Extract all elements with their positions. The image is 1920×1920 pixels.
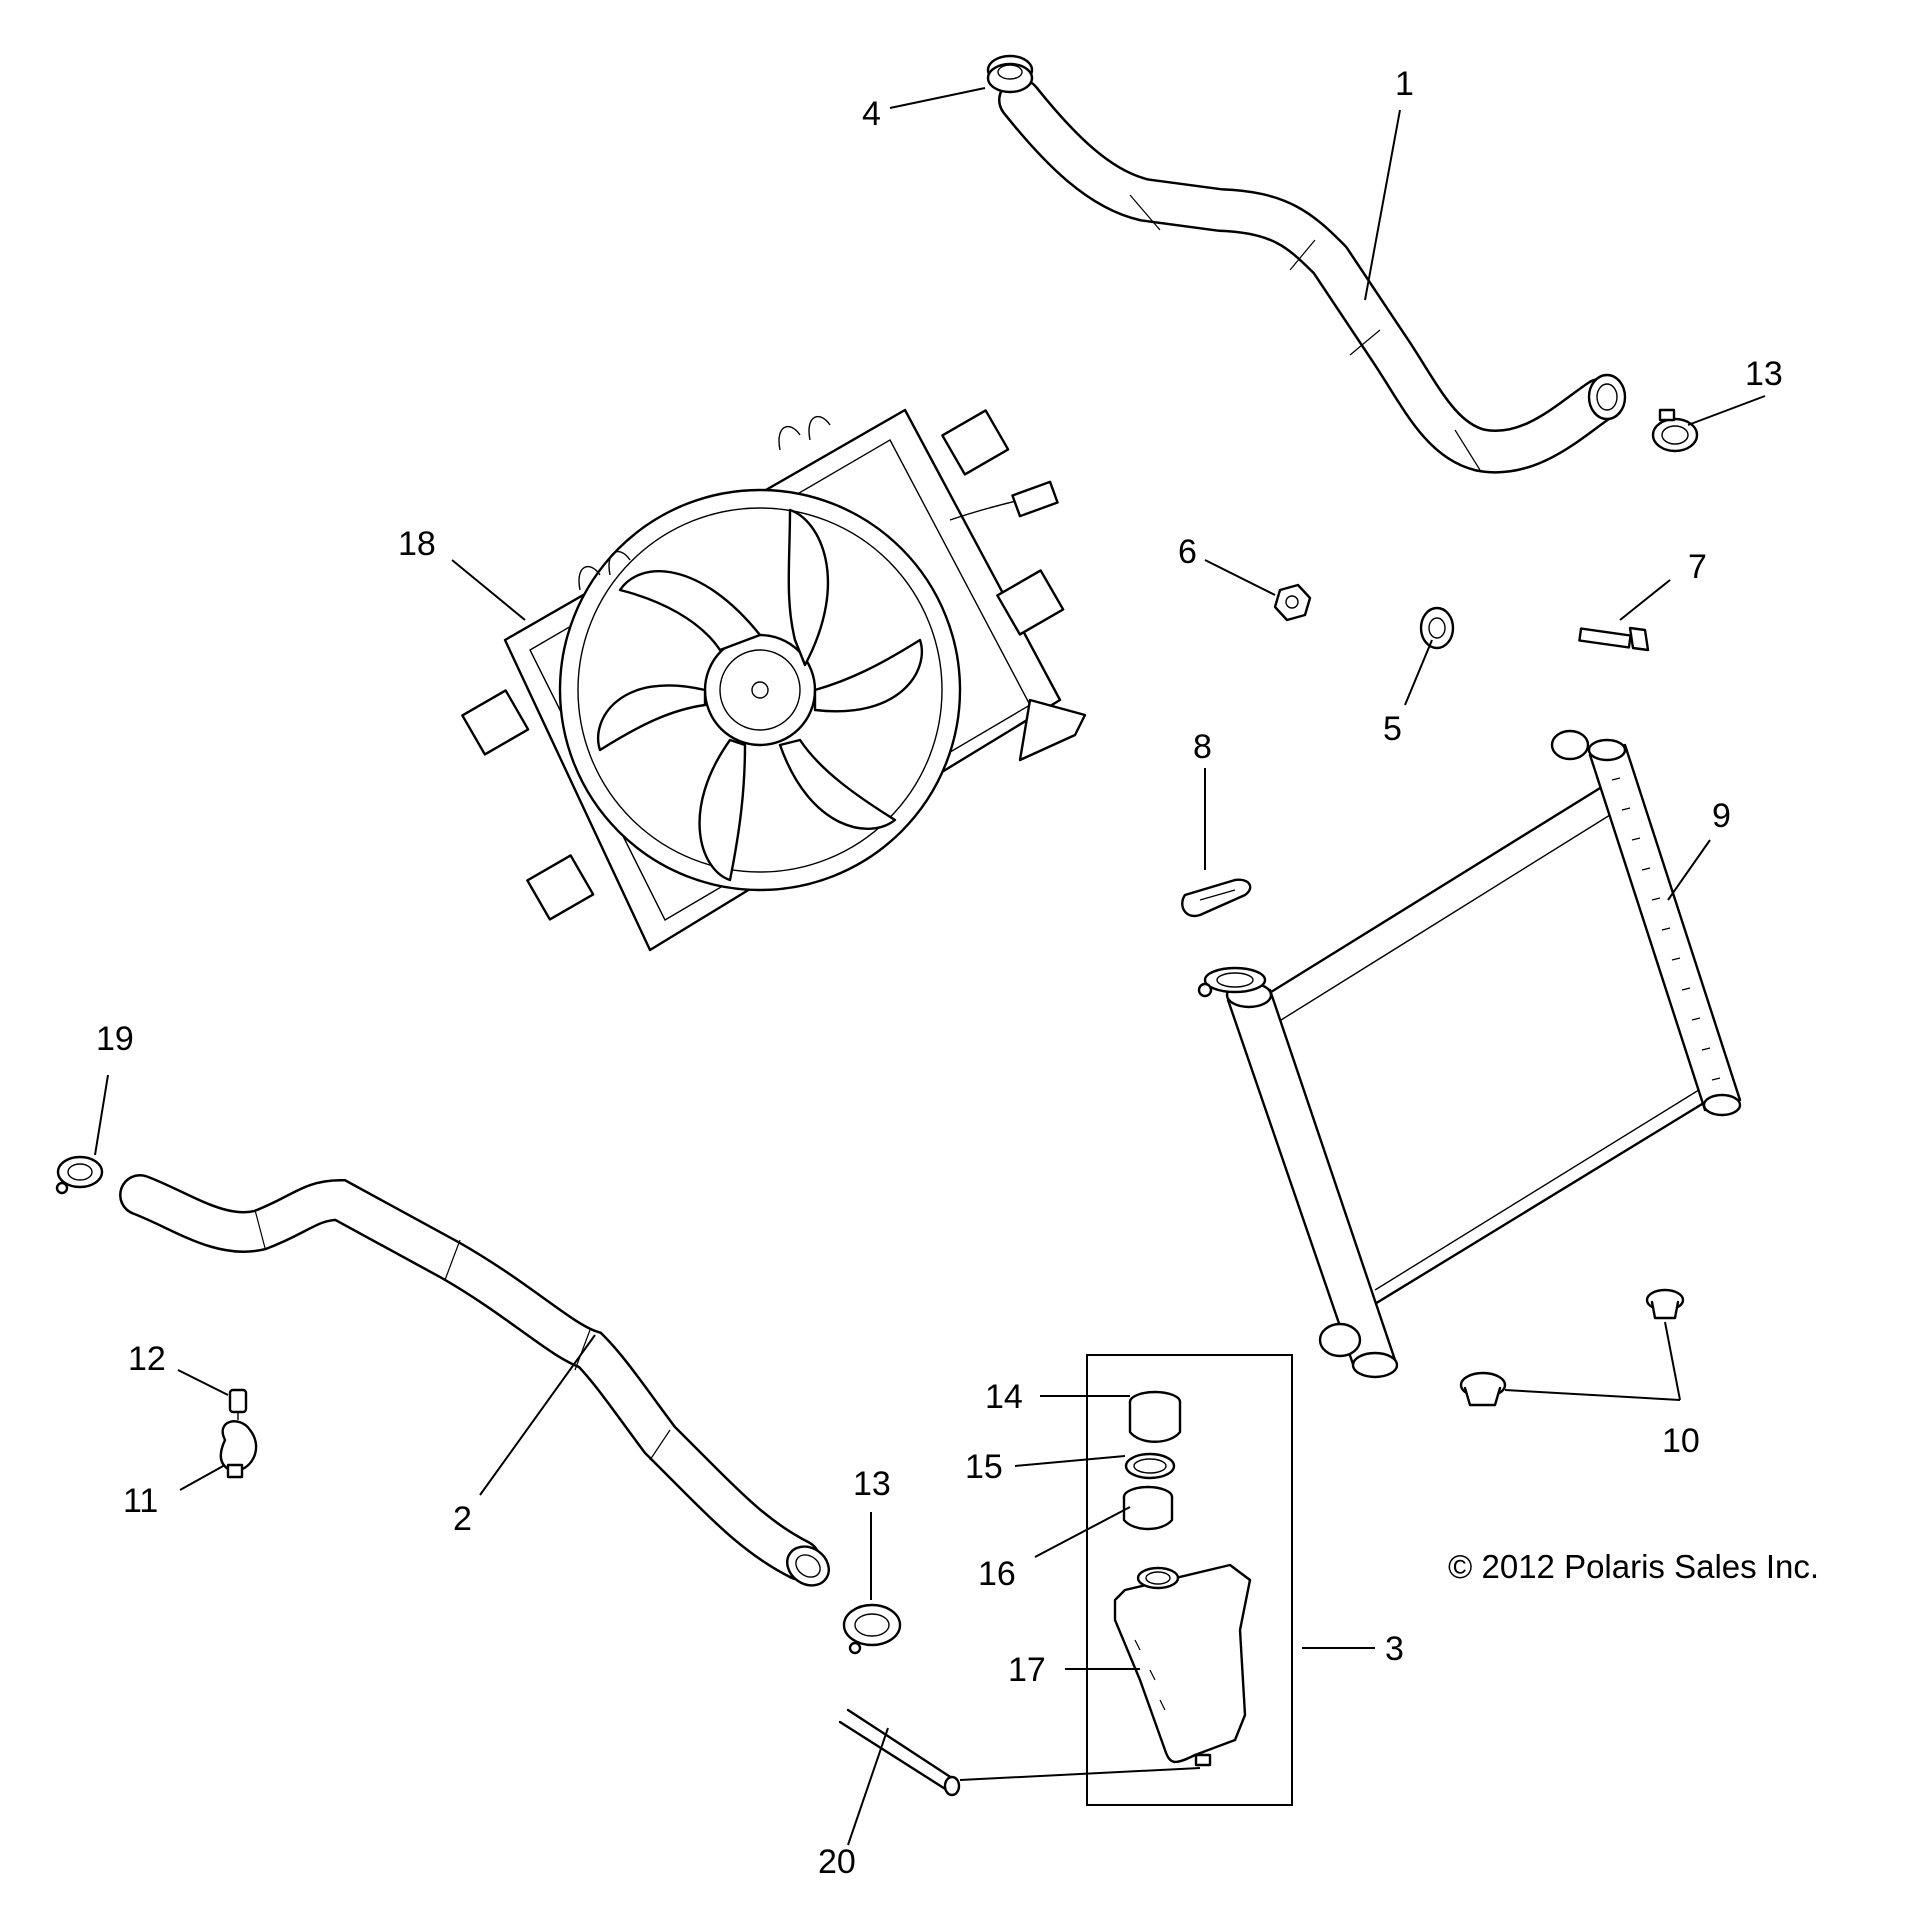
callout-12: 12 [128, 1340, 166, 1378]
reservoir-assembly-box [1086, 1354, 1293, 1806]
bolt [1578, 626, 1650, 652]
callout-6: 6 [1178, 533, 1197, 571]
screw [228, 1388, 248, 1420]
coolant-reservoir [1113, 1563, 1252, 1767]
callout-14: 14 [985, 1378, 1023, 1416]
callout-5: 5 [1383, 710, 1402, 748]
callout-13-upper: 13 [1745, 355, 1783, 393]
callout-20: 20 [818, 1843, 856, 1881]
grommet-10-lower [1459, 1371, 1507, 1407]
callout-9: 9 [1712, 797, 1731, 835]
callout-19: 19 [96, 1020, 134, 1058]
callout-16: 16 [978, 1555, 1016, 1593]
callout-10: 10 [1662, 1422, 1700, 1460]
neck-sleeve [1122, 1485, 1174, 1531]
leader-lines [94, 87, 1766, 1846]
copyright-notice: © 2012 Polaris Sales Inc. [1448, 1548, 1819, 1585]
lower-coolant-hose [119, 1174, 830, 1587]
upper-coolant-hose [998, 78, 1627, 474]
seal-ring [1124, 1452, 1176, 1480]
callout-15: 15 [965, 1448, 1003, 1486]
grommet-5 [1419, 606, 1455, 650]
overflow-hose [838, 1708, 961, 1797]
callout-8: 8 [1193, 728, 1212, 766]
hose-clamp-13-lower [842, 1603, 902, 1655]
callout-4: 4 [862, 95, 881, 133]
reservoir-cap [1128, 1390, 1182, 1443]
callout-13-lower: 13 [853, 1465, 891, 1503]
callout-1: 1 [1395, 65, 1414, 103]
radiator-cap [1181, 878, 1252, 918]
grommet-10-upper [1645, 1288, 1685, 1320]
hose-clamp-19 [55, 1155, 104, 1195]
callout-7: 7 [1688, 548, 1707, 586]
callout-11: 11 [123, 1482, 158, 1520]
flange-nut [1273, 583, 1312, 622]
callout-3: 3 [1385, 1630, 1404, 1668]
hose-clamp-4 [986, 54, 1034, 94]
callout-17: 17 [1008, 1651, 1046, 1689]
radiator [1197, 729, 1742, 1379]
hose-clip [219, 1420, 258, 1479]
fan-shroud-assembly [461, 408, 1087, 952]
callout-2: 2 [453, 1500, 472, 1538]
hose-clamp-13-upper [1651, 408, 1699, 453]
callout-labels: 1 2 3 4 5 6 7 8 9 10 11 12 13 13 14 15 1… [96, 65, 1783, 1881]
callout-18: 18 [398, 525, 436, 563]
